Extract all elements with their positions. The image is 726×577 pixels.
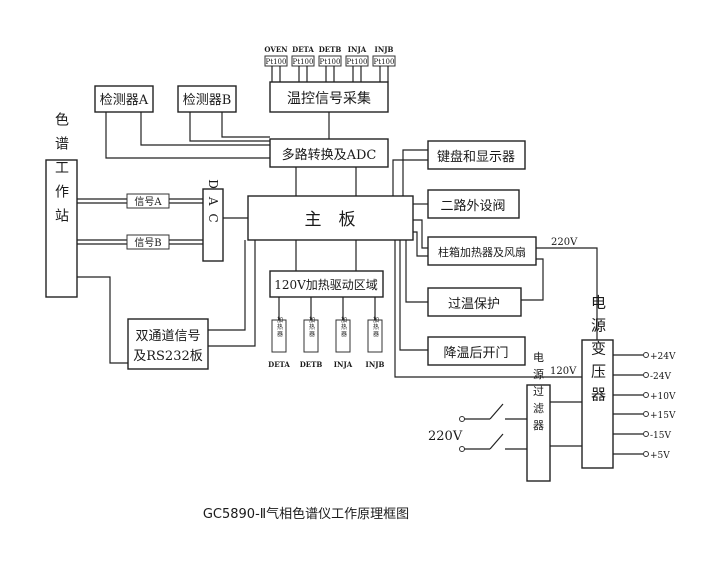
cooldown-box: [427, 336, 526, 366]
heater-inja-label: 加热器: [340, 316, 347, 338]
power-transformer-label: 电源变压器: [589, 295, 607, 410]
pt100-oven: Pt100: [266, 58, 287, 66]
sensor-label-inja: INJA: [348, 45, 367, 54]
power-switches: [459, 403, 527, 452]
heater-inja: 加热器 INJA: [334, 297, 353, 369]
voltage-out-5: -15V: [650, 431, 671, 441]
sensor-deta: DETA Pt100: [291, 45, 315, 82]
sensor-injb: INJB Pt100: [372, 45, 396, 82]
detector-a-box: [94, 85, 154, 113]
main-board-box: [247, 195, 414, 241]
voltage-out-1: +24V: [650, 352, 676, 362]
sensor-label-injb: INJB: [375, 45, 394, 54]
diagram-caption: GC5890-Ⅱ气相色谱仪工作原理框图: [203, 506, 409, 522]
heater-detb-name: DETB: [300, 360, 323, 369]
heater-detb-label: 加热器: [308, 316, 315, 338]
pt100-deta: Pt100: [293, 58, 314, 66]
power-filter-label: 电源过滤器: [532, 351, 545, 436]
heater-injb: 加热器 INJB: [366, 297, 385, 369]
heater-deta-name: DETA: [268, 360, 290, 369]
pt100-inja: Pt100: [347, 58, 368, 66]
valves-label: 二路外设阀: [440, 198, 505, 214]
power-transformer-box: [581, 339, 614, 469]
rs232-box: [127, 318, 209, 370]
cooldown-label: 降温后开门: [443, 346, 508, 361]
signal-b-box: [126, 234, 170, 250]
heater-injb-label: 加热器: [372, 316, 379, 338]
pt100-detb: Pt100: [320, 58, 341, 66]
heater-zone-box: [269, 270, 384, 298]
rs232-label-2: 及RS232板: [133, 349, 203, 364]
voltage-120: 120V: [550, 366, 577, 377]
detector-b-box: [177, 85, 237, 113]
heater-deta-label: 加热器: [276, 316, 283, 338]
sensor-label-detb: DETB: [319, 45, 342, 54]
sensor-label-deta: DETA: [292, 45, 314, 54]
mux-adc-box: [269, 138, 389, 168]
column-heater-box: [427, 236, 537, 266]
detector-b-label: 检测器B: [183, 93, 232, 108]
mux-adc-label: 多路转换及ADC: [282, 147, 377, 163]
voltage-out-2: -24V: [650, 372, 671, 382]
voltage-220-input: 220V: [428, 429, 463, 444]
voltage-out-3: +10V: [650, 392, 676, 402]
valves-box: [427, 189, 520, 219]
signal-a-box: [126, 193, 170, 209]
main-board-label: 主 板: [305, 210, 356, 230]
voltage-out-4: +15V: [650, 411, 676, 421]
heater-injb-name: INJB: [366, 360, 385, 369]
voltage-220-top: 220V: [551, 237, 578, 248]
overtemp-label: 过温保护: [448, 297, 500, 312]
heater-detb: 加热器 DETB: [300, 297, 323, 369]
voltage-outputs: +24V -24V +10V +15V -15V +5V: [613, 352, 676, 461]
signal-a-label: 信号A: [134, 196, 162, 208]
sensor-label-oven: OVEN: [264, 45, 288, 54]
workstation-label: 色谱工作站: [53, 111, 69, 232]
heater-zone-label: 120V加热驱动区域: [274, 278, 378, 292]
dac-label: DAC: [206, 179, 220, 230]
sensor-inja: INJA Pt100: [345, 45, 369, 82]
heater-inja-name: INJA: [334, 360, 353, 369]
temp-acq-label: 温控信号采集: [287, 90, 371, 107]
detector-a-label: 检测器A: [100, 93, 149, 108]
keyboard-display-box: [427, 140, 526, 170]
dac-box: [202, 188, 224, 262]
sensor-oven: OVEN Pt100: [264, 45, 288, 82]
rs232-label-1: 双通道信号: [135, 329, 200, 344]
overtemp-box: [427, 287, 522, 317]
sensor-detb: DETB Pt100: [318, 45, 342, 82]
power-filter-box: [526, 384, 551, 482]
column-heater-label: 柱箱加热器及风扇: [438, 245, 526, 259]
sensor-group: OVEN Pt100 DETA Pt100 DETB Pt100 INJA Pt…: [264, 45, 396, 82]
signal-b-label: 信号B: [134, 237, 161, 249]
heater-deta: 加热器 DETA: [268, 297, 290, 369]
pt100-injb: Pt100: [374, 58, 395, 66]
voltage-out-6: +5V: [650, 451, 670, 461]
temp-acq-box: [269, 81, 389, 113]
keyboard-display-label: 键盘和显示器: [437, 149, 515, 165]
workstation-box: [45, 159, 78, 298]
